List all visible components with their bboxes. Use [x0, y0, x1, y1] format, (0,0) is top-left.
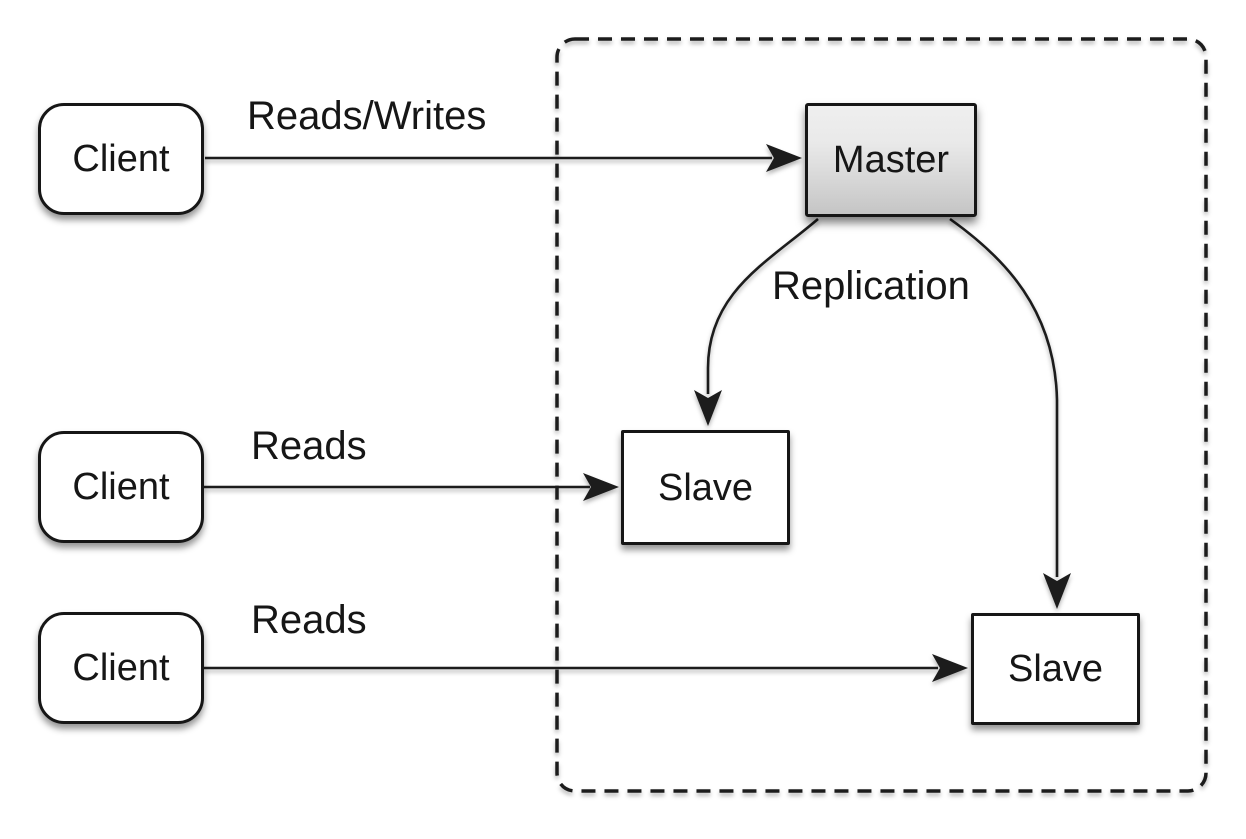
edge-master-slave1-curve	[706, 218, 819, 394]
node-slave-2: Slave	[971, 613, 1140, 725]
node-client-1-label: Client	[72, 138, 170, 180]
node-client-2-label: Client	[72, 466, 170, 508]
arrowhead-right-icon	[932, 654, 968, 682]
replication-boundary-dashed-box	[555, 37, 1208, 793]
edge-label-replication: Replication	[772, 264, 970, 308]
node-slave-1-label: Slave	[657, 466, 754, 509]
node-client-2: Client	[38, 431, 204, 543]
node-client-3: Client	[38, 612, 204, 724]
node-slave-1: Slave	[621, 430, 790, 545]
node-client-3-label: Client	[72, 647, 170, 689]
edge-label-reads-client3: Reads	[251, 598, 367, 642]
edge-label-reads-writes: Reads/Writes	[247, 94, 487, 138]
arrowhead-down-icon	[694, 390, 722, 426]
arrowhead-down-icon	[1043, 573, 1071, 609]
arrowhead-right-icon	[583, 473, 619, 501]
arrowhead-right-icon	[766, 144, 802, 172]
edge-label-reads-client2: Reads	[251, 424, 367, 468]
edge-master-slave2-curve	[949, 217, 1059, 577]
node-client-1: Client	[38, 103, 204, 215]
node-master: Master	[805, 103, 977, 217]
node-master-label: Master	[832, 139, 950, 181]
node-slave-2-label: Slave	[1007, 648, 1104, 690]
